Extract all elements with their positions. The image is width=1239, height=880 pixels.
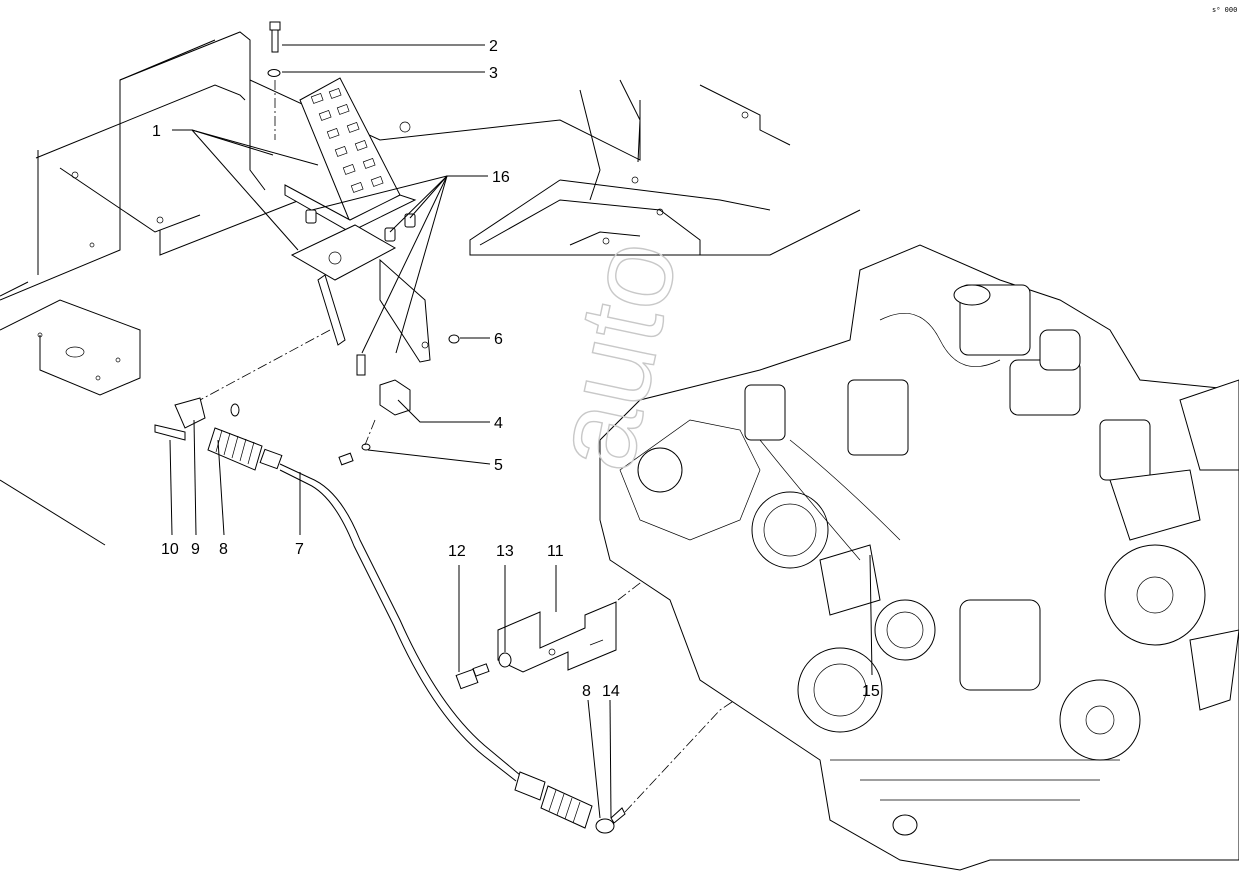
callout-3: 3: [489, 65, 498, 82]
callout-12: 12: [448, 543, 466, 560]
bolt-5: [338, 443, 371, 466]
washer-3: [267, 69, 281, 77]
bolt-under-bracket: [356, 354, 366, 376]
callout-10: 10: [161, 541, 179, 558]
callout-15: 15: [862, 683, 880, 700]
callout-2: 2: [489, 38, 498, 55]
callout-7: 7: [295, 541, 304, 558]
cable-boot-8: [207, 427, 283, 471]
bolt-12: [455, 663, 490, 690]
callouts: 1 2 3 4 5 6 7 8 8 9 10 11 12 13 14 15 16: [152, 38, 880, 700]
washer-6: [448, 334, 460, 344]
leader-lines: [169, 44, 873, 819]
callout-8b: 8: [582, 683, 591, 700]
callout-4: 4: [494, 415, 503, 432]
cable-boot-lower: [514, 771, 626, 834]
diesel-engine: [599, 244, 1239, 871]
callout-6: 6: [494, 331, 503, 348]
callout-8a: 8: [219, 541, 228, 558]
callout-11: 11: [547, 543, 564, 560]
throttle-cable-7: [279, 463, 521, 776]
drawing-code: s⁰ 000: [1212, 6, 1237, 14]
callout-5: 5: [494, 457, 503, 474]
cable-end-fork-9: [154, 397, 240, 441]
callout-13: 13: [496, 543, 514, 560]
cable-bracket-11: [497, 601, 617, 673]
accelerator-pedal: [299, 77, 401, 223]
callout-9: 9: [191, 541, 200, 558]
chassis-floor-panel: [0, 31, 749, 546]
bolt-2: [269, 21, 281, 53]
callout-1: 1: [152, 123, 161, 140]
pedal-bracket: [284, 184, 431, 363]
callout-14: 14: [602, 683, 620, 700]
washer-13: [498, 652, 512, 668]
callout-16: 16: [492, 169, 510, 186]
bracket-4: [379, 379, 411, 416]
